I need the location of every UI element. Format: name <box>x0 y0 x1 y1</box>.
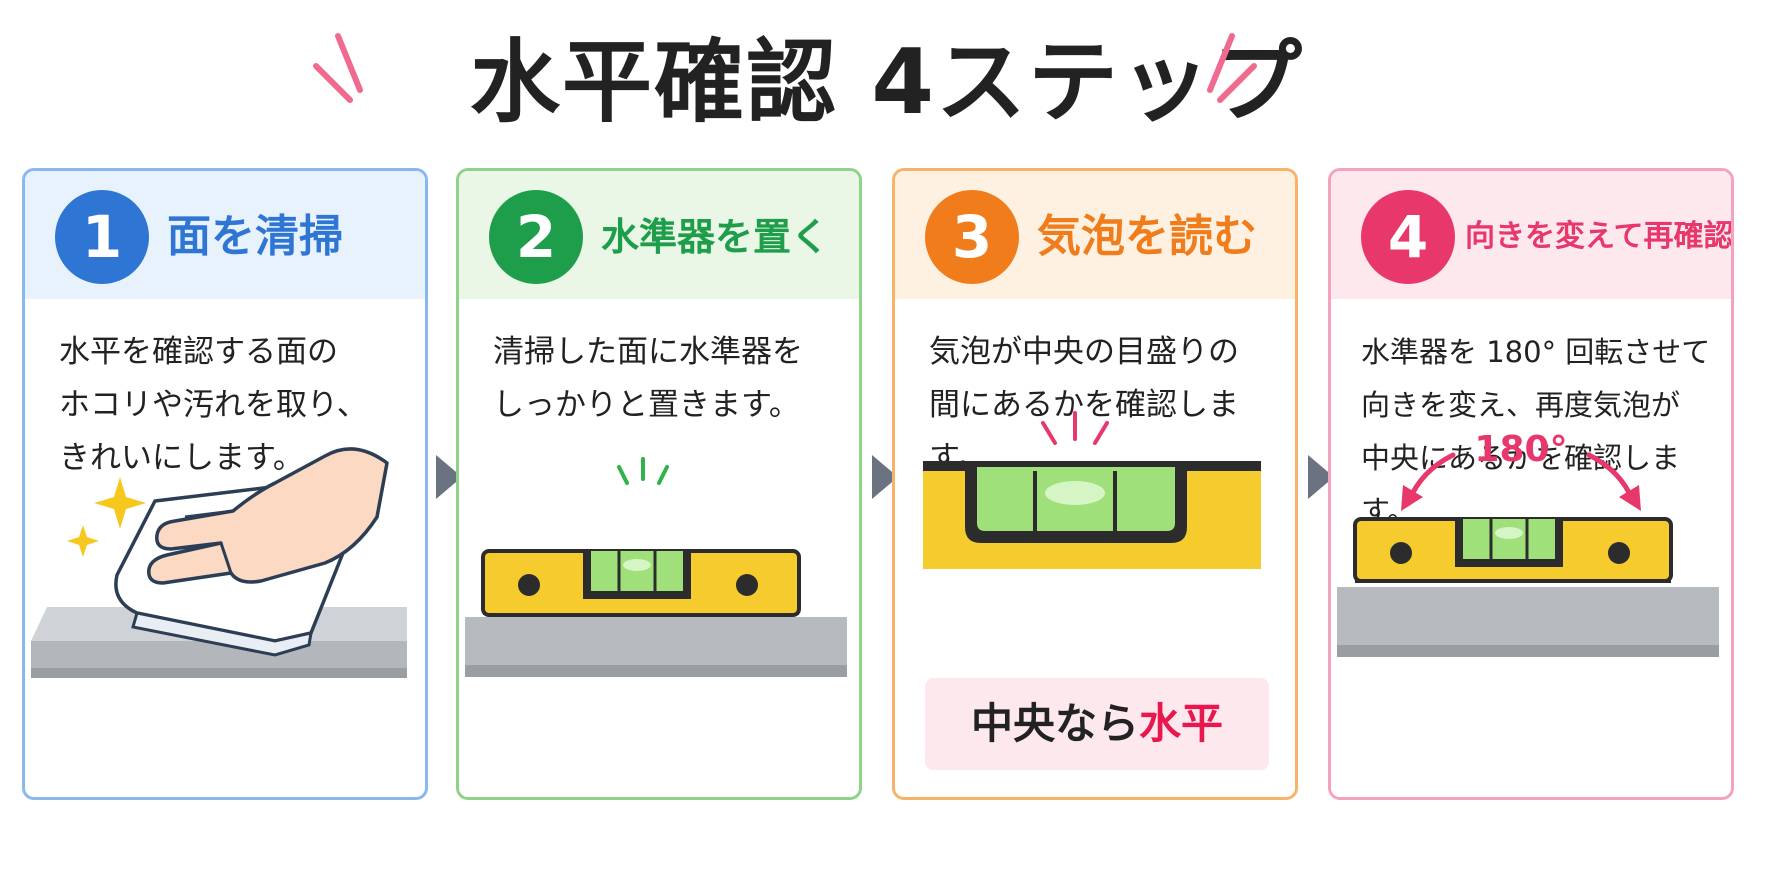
badge-prefix: 中央なら <box>970 699 1139 748</box>
hand-cloth-wiping-icon <box>31 447 407 678</box>
step-header-3: 3 気泡を読む <box>895 171 1295 299</box>
sparkle-lines-left-icon <box>313 33 363 103</box>
page-title: 水平確認 4ステップ <box>470 30 1304 135</box>
step-description-1: 水平を確認する面の ホコリや汚れを取り、 きれいにします。 <box>59 334 368 476</box>
step-header-1: 1 面を清掃 <box>25 171 425 299</box>
step-number-4: 4 <box>1361 190 1455 284</box>
step-description-3: 気泡が中央の目盛りの 間にあるかを確認します。 <box>929 334 1239 476</box>
sparkle-lines-right-icon <box>1207 33 1257 103</box>
step-description-4: 水準器を 180° 回転させて 向きを変え、再度気泡が 中央にあるかを確認します… <box>1361 335 1711 528</box>
bubble-vial-closeup-icon <box>923 411 1261 569</box>
step-description-2: 清掃した面に水準器を しっかりと置きます。 <box>493 334 803 423</box>
step-number-3: 3 <box>925 190 1019 284</box>
step-header-4: 4 向きを変えて再確認 <box>1331 171 1731 299</box>
step-panel-4: 4 向きを変えて再確認 水準器を 180° 回転させて 向きを変え、再度気泡が … <box>1328 168 1734 800</box>
step-number-2: 2 <box>489 190 583 284</box>
level-rotate-icon <box>1337 452 1719 657</box>
step-title-1: 面を清掃 <box>167 211 343 262</box>
step-title-4: 向きを変えて再確認 <box>1465 219 1734 254</box>
step-panel-3: 3 気泡を読む 気泡が中央の目盛りの 間にあるかを確認します。 中央なら水平 <box>892 168 1298 800</box>
step-panel-2: 2 水準器を置く 清掃した面に水準器を しっかりと置きます。 <box>456 168 862 800</box>
rotation-label: 180° <box>1474 429 1568 470</box>
step-title-3: 気泡を読む <box>1037 211 1257 262</box>
step-number-1: 1 <box>55 190 149 284</box>
level-on-surface-icon <box>465 457 847 677</box>
step-panel-1: 1 面を清掃 水平を確認する面の ホコリや汚れを取り、 きれいにします。 <box>22 168 428 800</box>
step-header-2: 2 水準器を置く <box>459 171 859 299</box>
step-title-2: 水準器を置く <box>601 215 830 259</box>
badge-highlight: 水平 <box>1139 699 1224 748</box>
level-result-badge: 中央なら水平 <box>925 678 1269 770</box>
